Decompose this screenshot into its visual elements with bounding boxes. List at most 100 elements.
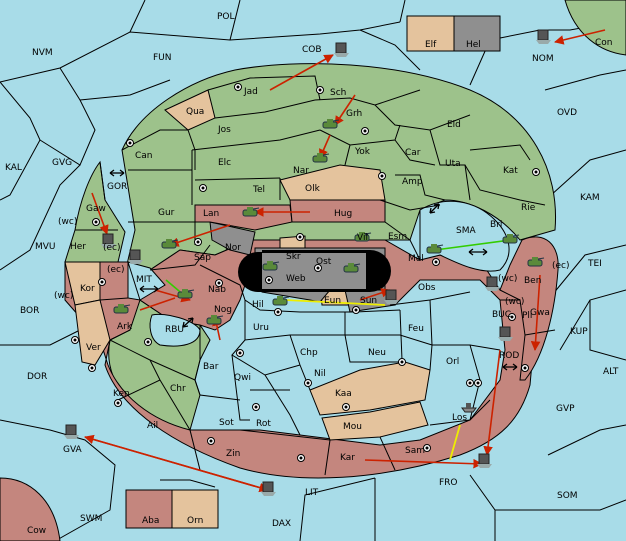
label-qwi: Qwi [234, 373, 251, 383]
label-uta: Uta [445, 159, 461, 169]
label-pli: Pli [522, 311, 532, 321]
label-sma: SMA [456, 226, 476, 236]
province-nor-grey[interactable] [209, 221, 256, 256]
label-rie: Rie [521, 203, 536, 213]
province-kaa[interactable] [309, 361, 431, 416]
lake-bottom [262, 289, 366, 292]
label-ark: Ark [117, 322, 133, 332]
label-ken: Ken [113, 389, 130, 399]
province-hel[interactable] [453, 15, 501, 52]
label-rot: Rot [256, 419, 271, 429]
label-mou: Mou [343, 422, 362, 432]
label-dor: DOR [27, 372, 47, 382]
label-nom: NOM [532, 54, 554, 64]
label-uru: Uru [253, 323, 269, 333]
label-kaa: Kaa [335, 389, 352, 399]
label-eld: Eld [447, 120, 461, 130]
label-hil: Hil [252, 300, 264, 310]
lake-west [238, 252, 262, 292]
label-chp: Chp [300, 348, 318, 358]
label-ben: Ben [524, 276, 541, 286]
label-buc: BUC [492, 310, 511, 320]
army-nab [177, 289, 195, 299]
label-skr: Skr [286, 252, 301, 262]
label-zin: Zin [226, 449, 240, 459]
label-orn: Orn [187, 516, 203, 526]
label-gaw: Gaw [86, 204, 106, 214]
label-elc: Elc [218, 158, 231, 168]
label-sam: Sam [405, 446, 425, 456]
fleet-rod [498, 326, 513, 341]
label-nil: Nil [314, 369, 326, 379]
label-sch: Sch [330, 88, 346, 98]
label-esm: Esm [388, 232, 407, 242]
label-qua: Qua [186, 107, 204, 117]
fleet-nom [536, 29, 551, 44]
label-lan: Lan [203, 209, 219, 219]
label-tei: TEI [587, 259, 602, 269]
label-sot: Sot [219, 418, 234, 428]
label-amp: Amp [402, 177, 423, 187]
fleet-lit [261, 481, 276, 496]
army-bri [502, 234, 520, 244]
south-borders [99, 261, 556, 476]
fleet-sun [384, 289, 399, 304]
label-gvg: GVG [52, 158, 72, 168]
support-orders-yellow [284, 299, 461, 461]
label-fun: FUN [153, 53, 172, 63]
army-mel [426, 244, 444, 254]
province-ben-pli-gwa[interactable] [499, 236, 559, 381]
province-aba[interactable] [125, 489, 173, 529]
label-hug: Hug [334, 209, 352, 219]
label-web: Web [286, 274, 306, 284]
label-con: Con [595, 38, 613, 48]
label-swm: SWM [80, 514, 102, 524]
label-wc-her: (wc) [58, 217, 77, 227]
land-labels: Elf Hel Jad Sch Qua Grh Eld Jos Can Yok … [70, 40, 550, 526]
fleet-cob [334, 42, 349, 57]
label-nvm: NVM [32, 48, 53, 58]
label-dax: DAX [272, 519, 291, 529]
label-her: Her [70, 242, 86, 252]
label-hel: Hel [466, 40, 481, 50]
army-sap [161, 239, 179, 249]
label-nog: Nog [214, 305, 232, 315]
army-hil [272, 296, 290, 306]
fleet-gva [64, 424, 79, 439]
province-ver[interactable] [74, 299, 111, 366]
army-ben [527, 257, 545, 267]
label-wc-kor: (wc) [54, 291, 73, 301]
label-eun: Eun [324, 296, 341, 306]
label-nar: Nar [293, 166, 309, 176]
label-kam: KAM [580, 193, 600, 203]
army-ost [343, 263, 361, 273]
units [64, 29, 551, 496]
label-car: Car [405, 148, 421, 158]
province-elf[interactable] [406, 15, 455, 52]
label-gwa: Gwa [530, 308, 550, 318]
sea-labels: POL NVM FUN COB NOM Con OVD KAL GVG GOR … [5, 12, 619, 536]
label-wc-pli: (wc) [505, 297, 524, 307]
province-orn[interactable] [171, 489, 219, 529]
fleet-fro [477, 453, 492, 468]
label-grh: Grh [346, 109, 362, 119]
province-olk[interactable] [279, 164, 386, 201]
label-nor: Nor [225, 243, 241, 253]
label-gvp: GVP [556, 404, 575, 414]
fleet-buc [485, 276, 500, 291]
label-neu: Neu [368, 348, 386, 358]
label-ec-mit: (ec) [107, 265, 125, 275]
label-mel: Mel [408, 254, 424, 264]
label-kal: KAL [5, 163, 22, 173]
label-rbu: RBU [165, 325, 184, 335]
sea-sma[interactable] [419, 200, 510, 272]
label-nab: Nab [208, 285, 226, 295]
label-fro: FRO [439, 478, 458, 488]
army-web [262, 261, 280, 271]
army-nog [206, 315, 224, 325]
label-ver: Ver [86, 343, 101, 353]
lake-top [262, 250, 366, 253]
army-ark [113, 304, 131, 314]
label-bri: Bri [490, 220, 502, 230]
